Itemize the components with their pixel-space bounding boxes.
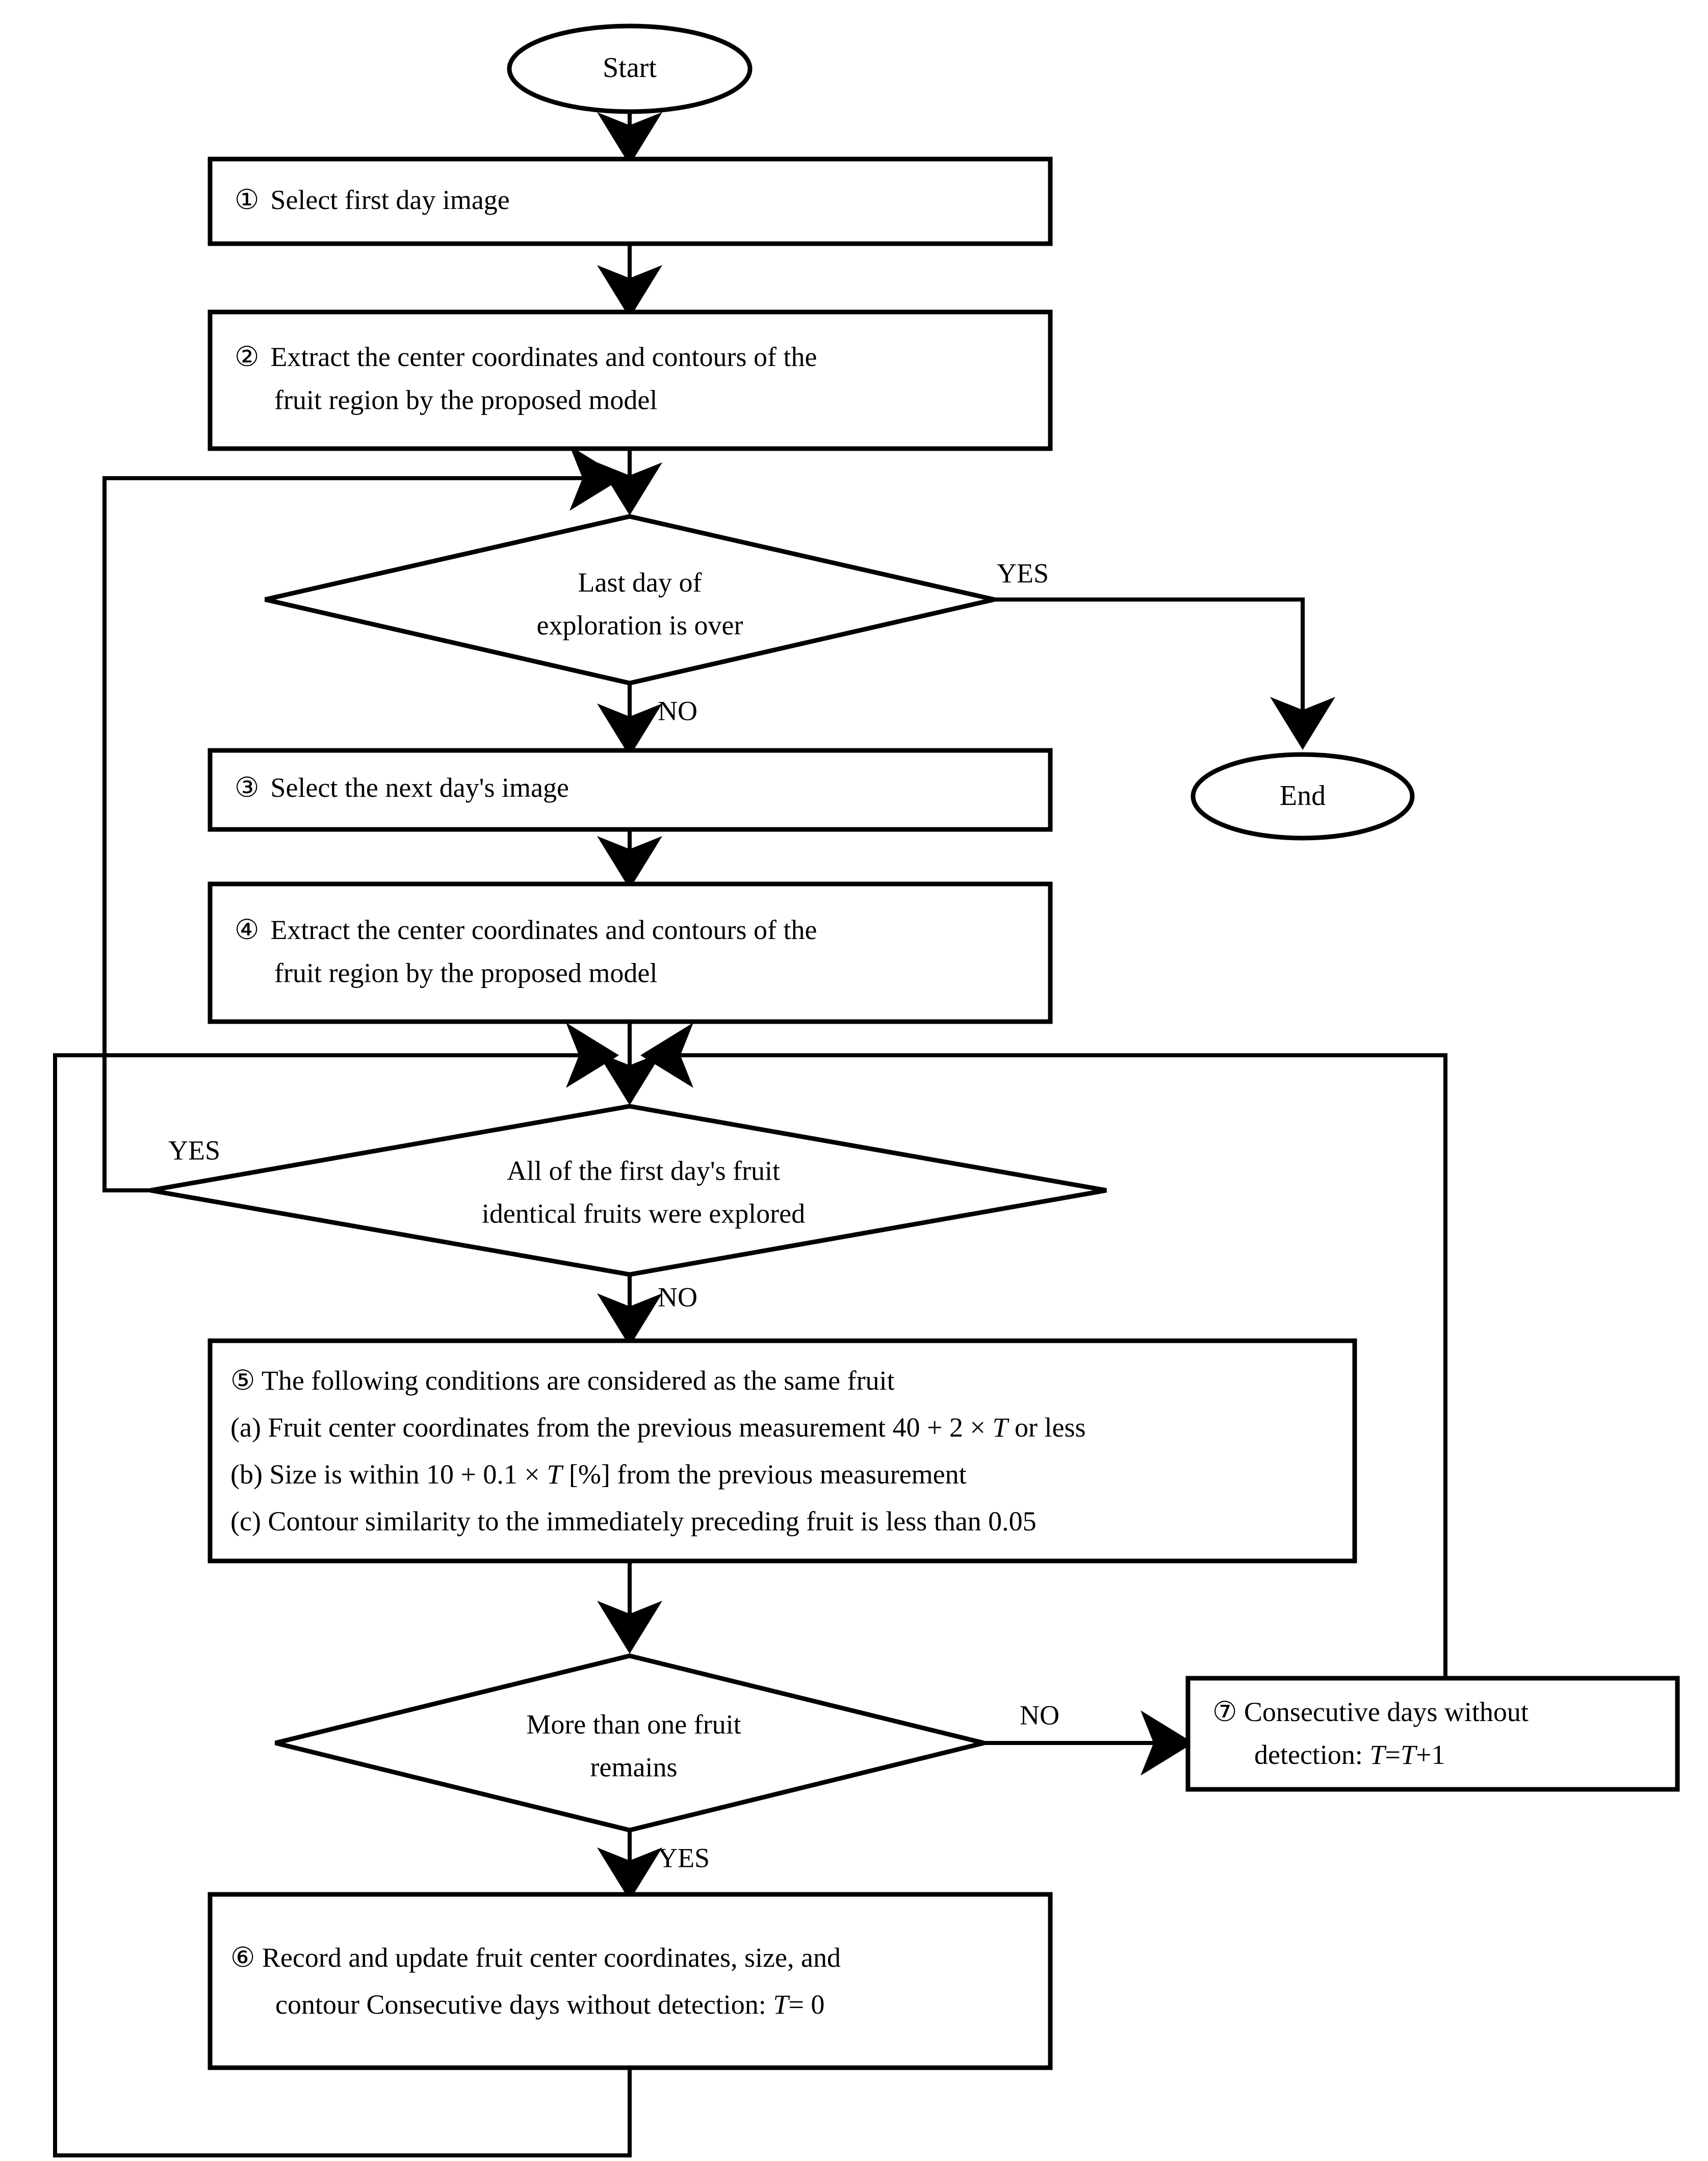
step4-line-2: fruit region by the proposed model — [274, 957, 657, 988]
node-decision3[interactable]: More than one fruit remains — [274, 1653, 985, 1833]
step2-line-2: fruit region by the proposed model — [274, 384, 657, 415]
edge-label-decision2-yes: YES — [168, 1135, 220, 1165]
node-end[interactable]: End — [1191, 752, 1415, 841]
edge-step7-to-decision2 — [640, 1023, 1447, 1677]
step6-line-2: contour Consecutive days without detecti… — [275, 1989, 824, 2020]
edge-label-decision1-no: NO — [658, 695, 697, 726]
start-terminator-shape[interactable] — [507, 23, 753, 114]
edge-label-decision1-yes: YES — [997, 558, 1049, 588]
step5-line-1: ⑤ The following conditions are considere… — [230, 1365, 895, 1396]
edge-label-decision3-yes: YES — [658, 1842, 710, 1873]
edge-label-layer: YES NO YES NO NO YES — [168, 558, 1059, 1873]
edge-label-decision2-no: NO — [658, 1282, 697, 1312]
step5-line-2: (a) Fruit center coordinates from the pr… — [230, 1412, 1085, 1443]
decision3-diamond-shape[interactable] — [274, 1653, 985, 1833]
step3-box-shape[interactable] — [208, 748, 1053, 832]
step5-line-4: (c) Contour similarity to the immediatel… — [230, 1506, 1037, 1537]
start-label: Start — [603, 52, 657, 84]
step2-box-shape[interactable] — [208, 309, 1053, 451]
decision3-line-2: remains — [590, 1752, 678, 1782]
step7-box-shape[interactable] — [1185, 1676, 1680, 1792]
step7-line-1: ⑦ Consecutive days without — [1212, 1697, 1529, 1727]
step6-box-shape[interactable] — [208, 1892, 1053, 2070]
connector-layer — [53, 112, 1447, 2157]
node-decision1[interactable]: Last day of exploration is over — [264, 514, 995, 686]
edge-label-decision3-no: NO — [1020, 1700, 1059, 1730]
node-start[interactable]: Start — [507, 23, 753, 114]
end-terminator-shape[interactable] — [1191, 752, 1415, 841]
node-decision2[interactable]: All of the first day's fruit identical f… — [150, 1104, 1107, 1277]
step5-box-shape[interactable] — [208, 1338, 1357, 1564]
step4-box-shape[interactable] — [208, 881, 1053, 1024]
edge-decision1-yes-to-end — [994, 597, 1335, 750]
end-label: End — [1280, 780, 1326, 812]
node-step7[interactable]: ⑦ Consecutive days without detection: T=… — [1185, 1676, 1680, 1792]
edge-decision2-yes-to-decision1 — [102, 446, 623, 1192]
step1-box-shape[interactable] — [208, 157, 1053, 246]
edge-step6-to-decision2 — [53, 1023, 632, 2157]
decision3-line-1: More than one fruit — [526, 1709, 741, 1739]
node-step6[interactable]: ⑥ Record and update fruit center coordin… — [208, 1892, 1053, 2070]
step7-line-2: detection: T=T+1 — [1254, 1739, 1445, 1770]
decision1-line-2: exploration is over — [537, 610, 743, 640]
decision2-diamond-shape[interactable] — [150, 1104, 1107, 1277]
decision1-line-1: Last day of — [578, 567, 702, 597]
decision2-line-2: identical fruits were explored — [482, 1198, 805, 1229]
step5-line-3: (b) Size is within 10 + 0.1 × T [%] from… — [230, 1459, 967, 1490]
decision2-line-1: All of the first day's fruit — [507, 1155, 780, 1186]
node-step5[interactable]: ⑤ The following conditions are considere… — [208, 1338, 1357, 1564]
step6-line-1: ⑥ Record and update fruit center coordin… — [230, 1942, 841, 1973]
decision1-diamond-shape[interactable] — [264, 514, 995, 686]
